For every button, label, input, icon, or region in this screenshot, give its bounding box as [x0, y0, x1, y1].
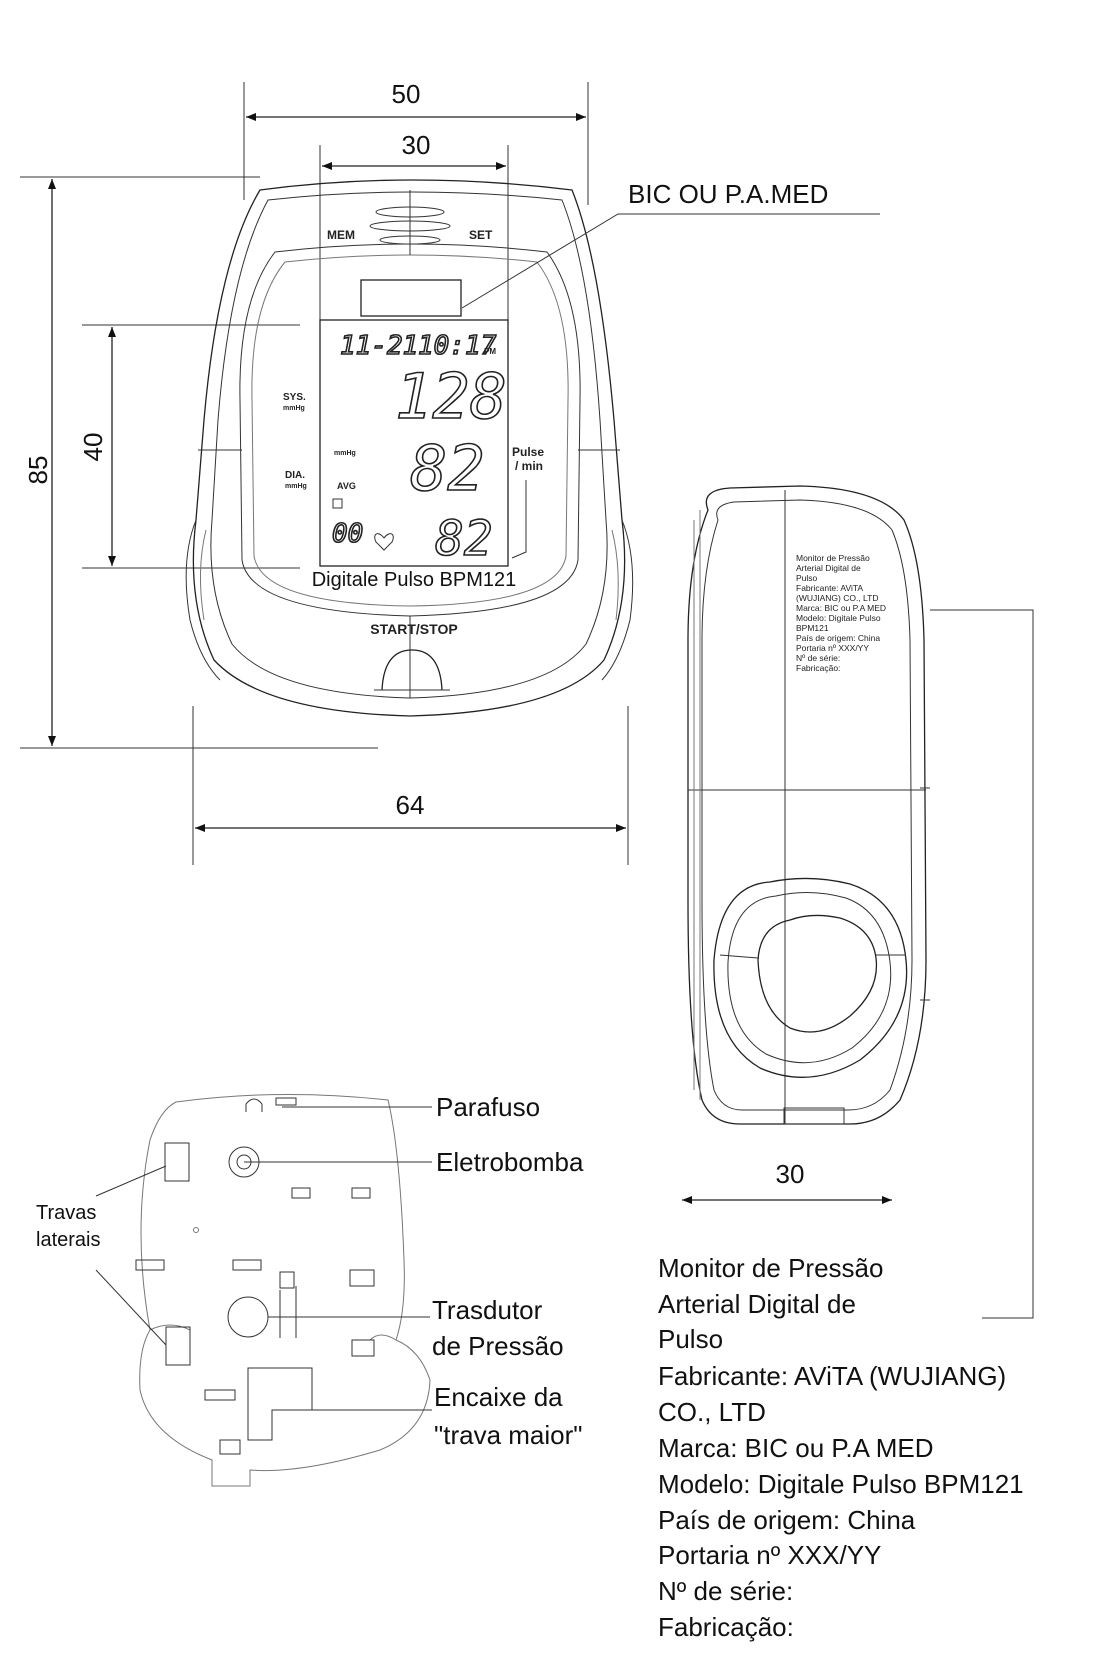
sys-label: SYS. [283, 392, 306, 403]
label-line: Nº de série: [658, 1576, 793, 1606]
transducer-callout-2: de Pressão [432, 1331, 564, 1361]
dim-side-30-text: 30 [776, 1159, 805, 1189]
label-line: Arterial Digital de [658, 1289, 856, 1319]
label-line: Monitor de Pressão [658, 1253, 883, 1283]
side-label-line: Modelo: Digitale Pulso [796, 613, 881, 623]
lcd-ampm: PM [484, 347, 496, 356]
lcd-time: 10:17 [418, 331, 497, 361]
lcd-sys: 128 [395, 360, 507, 433]
pump-callout: Eletrobomba [436, 1147, 584, 1177]
side-label-line: BPM121 [796, 623, 829, 633]
dim-50-text: 50 [392, 79, 421, 109]
label-line: Fabricação: [658, 1612, 794, 1642]
set-label: SET [469, 228, 493, 242]
label-line: Modelo: Digitale Pulso BPM121 [658, 1469, 1024, 1499]
lcd-dia: 82 [410, 432, 485, 505]
side-label-line: Arterial Digital de [796, 563, 861, 573]
cuff-opening [713, 877, 908, 1078]
lcd-screen [319, 319, 509, 567]
mem-label: MEM [327, 228, 355, 242]
brand-plate [360, 279, 462, 317]
brand-callout-text: BIC OU P.A.MED [628, 179, 828, 209]
label-line: Marca: BIC ou P.A MED [658, 1433, 934, 1463]
model-caption: Digitale Pulso BPM121 [312, 569, 517, 591]
main-latch-callout-2: "trava maior" [434, 1420, 583, 1450]
dim-85-text: 85 [23, 456, 53, 485]
side-view: Monitor de Pressão Arterial Digital de P… [682, 485, 1034, 1319]
label-line: Portaria nº XXX/YY [658, 1540, 881, 1570]
mid-unit: mmHg [334, 450, 356, 457]
lcd-pulse: 82 [435, 511, 493, 567]
side-label-block: Monitor de Pressão Arterial Digital de P… [796, 553, 886, 673]
front-bezel [239, 243, 581, 617]
start-stop-button [381, 649, 443, 691]
dia-label: DIA. [285, 470, 305, 481]
screw-callout: Parafuso [436, 1092, 540, 1122]
side-label-line: Fabricante: AViTA [796, 583, 863, 593]
back-body-outline [139, 1093, 431, 1487]
start-stop-label: START/STOP [370, 621, 457, 637]
label-line: País de origem: China [658, 1505, 916, 1535]
dim-30-top-text: 30 [402, 130, 431, 160]
avg-label: AVG [337, 481, 356, 491]
side-label-line: Nº de série: [796, 653, 840, 663]
label-line: Fabricante: AViTA (WUJIANG) [658, 1361, 1006, 1391]
back-view: Parafuso Eletrobomba Travas laterais Tra… [36, 1092, 584, 1487]
side-latches-callout-2: laterais [36, 1229, 100, 1251]
heart-icon [374, 533, 394, 551]
dim-40-text: 40 [78, 433, 108, 462]
pulse-label: Pulse [512, 445, 544, 459]
label-line: CO., LTD [658, 1397, 766, 1427]
side-label-line: (WUJIANG) CO., LTD [796, 593, 878, 603]
side-label-line: Portaria nº XXX/YY [796, 643, 869, 653]
transducer-callout-1: Trasdutor [432, 1295, 543, 1325]
lcd-memory: 00 [332, 519, 363, 549]
sys-unit: mmHg [283, 405, 305, 412]
front-body-inner [210, 191, 608, 699]
front-view: 50 30 85 40 64 MEM SET [20, 79, 880, 865]
side-label-line: País de origem: China [796, 633, 880, 643]
label-text-block: Monitor de Pressão Arterial Digital de P… [658, 1253, 1024, 1642]
label-line: Pulso [658, 1324, 723, 1354]
side-latches-callout-1: Travas [36, 1202, 96, 1224]
front-body-outer [192, 179, 626, 717]
dim-64-text: 64 [396, 790, 425, 820]
speaker-grille [369, 206, 451, 245]
side-body-outline [687, 485, 927, 1125]
side-label-line: Monitor de Pressão [796, 553, 870, 563]
side-label-line: Fabricação: [796, 663, 840, 673]
dia-unit: mmHg [285, 483, 307, 490]
main-latch-callout-1: Encaixe da [434, 1382, 563, 1412]
pulse-unit: / min [515, 459, 543, 473]
side-label-line: Marca: BIC ou P.A MED [796, 603, 886, 613]
lcd-date: 11-21 [340, 331, 418, 361]
side-label-line: Pulso [796, 573, 818, 583]
